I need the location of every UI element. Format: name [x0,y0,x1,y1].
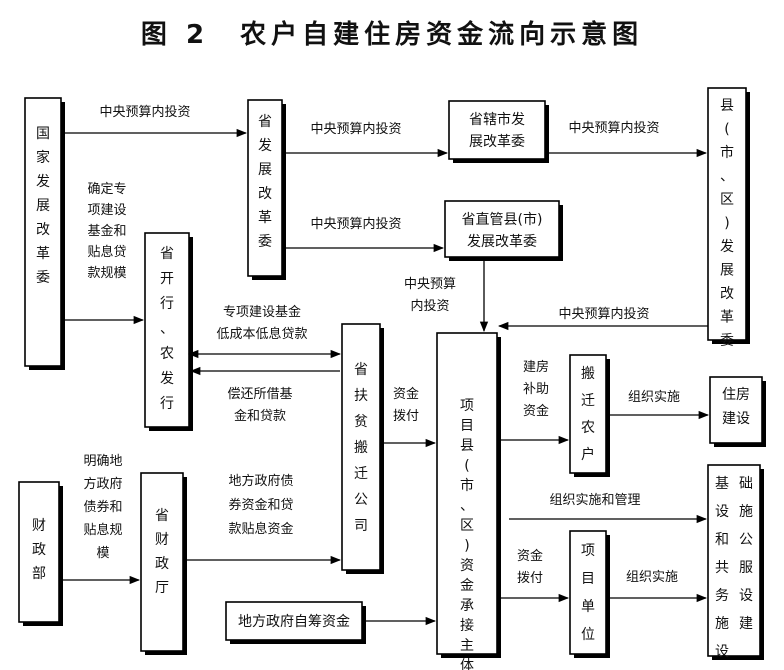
node-text: 财政部 [32,518,46,582]
label-local-bond-funds: 地方政府债券资金和贷款贴息资金 [228,473,293,537]
label-central-budget-6: 中央预算内投资 [558,306,649,322]
node-project-unit: 项目单位 [569,530,610,658]
node-provincial-bank: 省开行、农发行 [144,232,193,431]
node-county-ndrc: 县(市、区)发展改革委 [707,87,750,349]
node-infrastructure: 基础设施和公共服务设施建设 [707,464,764,660]
node-text: 国家发展改革委 [36,126,50,286]
label-local-bond-scale: 明确地方政府债券和贴息规模 [83,454,122,561]
label-organize-implement-1: 组织实施 [628,390,680,405]
label-special-fund-loan: 专项建设基金低成本低息贷款 [216,304,307,342]
label-central-budget-4: 中央预算内投资 [310,216,401,232]
label-housing-subsidy: 建房补助资金 [523,359,549,419]
node-county-direct-ndrc: 省直管县(市)发展改革委 [444,200,563,261]
diagram-title: 图 2 农户自建住房资金流向示意图 [140,20,644,50]
node-text: 省财政厅 [155,508,169,596]
node-local-self-raised: 地方政府自筹资金 [225,601,366,644]
node-ministry-of-finance: 财政部 [18,481,63,626]
label-fund-allocation-2: 资金拨付 [517,548,543,586]
label-central-budget-3: 中央预算内投资 [568,120,659,136]
node-city-ndrc: 省辖市发展改革委 [448,100,549,163]
node-project-county: 项目县(市、区)资金承接主体 [436,332,501,670]
node-national-ndrc: 国家发展改革委 [24,97,65,370]
node-provincial-poverty-relocation: 省扶贫搬迁公司 [341,323,384,574]
node-text: 住房建设 [722,387,750,427]
node-provincial-ndrc: 省发展改革委 [247,99,286,280]
node-text: 省扶贫搬迁公司 [354,362,368,534]
label-fund-allocation-1: 资金拨付 [393,386,419,424]
node-text: 基础设施和公共服务设施建设 [715,475,753,660]
node-relocated-farmers: 搬迁农户 [569,354,610,477]
node-text: 县(市、区)发展改革委 [720,98,734,349]
label-central-budget-2: 中央预算内投资 [310,121,401,137]
node-text: 省开行、农发行 [160,246,174,412]
node-text: 省辖市发展改革委 [469,111,525,150]
label-determine-fund-scale: 确定专项建设基金和贴息贷款规模 [87,182,126,281]
node-text: 省发展改革委 [258,114,272,250]
node-text: 地方政府自筹资金 [238,613,350,630]
node-housing-construction: 住房建设 [709,376,766,447]
label-repay-fund-loan: 偿还所借基金和贷款 [227,387,292,424]
label-central-budget-5: 中央预算内投资 [404,277,456,314]
node-text: 项目县(市、区)资金承接主体 [460,398,474,670]
label-organize-implement-2: 组织实施 [626,570,678,585]
node-provincial-finance: 省财政厅 [140,472,187,655]
label-central-budget-1: 中央预算内投资 [99,104,190,120]
label-organize-manage: 组织实施和管理 [549,493,640,508]
node-text: 项目单位 [581,543,595,643]
node-text: 省直管县(市)发展改革委 [462,211,543,250]
node-text: 搬迁农户 [581,366,595,463]
